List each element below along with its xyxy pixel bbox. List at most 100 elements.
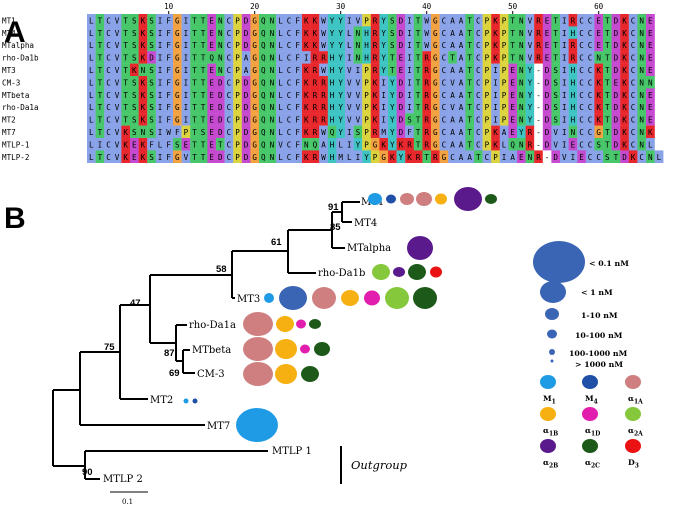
residue-cell: [577, 26, 586, 39]
residue-letter: N: [519, 116, 524, 125]
residue-cell: [345, 63, 354, 77]
residue-letter: D: [244, 140, 249, 149]
residue-letter: T: [605, 91, 610, 100]
residue-cell: [173, 14, 182, 27]
residue-cell: [560, 100, 569, 114]
residue-letter: V: [528, 29, 533, 38]
residue-letter: R: [571, 16, 576, 25]
residue-letter: S: [132, 16, 137, 25]
residue-cell: [405, 138, 414, 151]
residue-letter: -: [536, 91, 541, 100]
residue-letter: T: [467, 103, 472, 112]
residue-cell: [121, 63, 131, 77]
residue-cell: [250, 125, 260, 139]
residue-letter: C: [106, 66, 111, 75]
residue-letter: Y: [338, 128, 343, 137]
residue-cell: [534, 14, 543, 27]
residue-cell: [216, 125, 225, 139]
residue-cell: [646, 63, 655, 77]
residue-cell: [594, 113, 604, 126]
residue-letter: D: [399, 16, 404, 25]
residue-cell: [353, 113, 363, 126]
residue-letter: C: [588, 29, 593, 38]
residue-cell: [560, 113, 569, 126]
residue-letter: K: [141, 41, 146, 50]
residue-letter: I: [158, 41, 163, 50]
residue-cell: [259, 51, 268, 64]
residue-letter: E: [648, 54, 653, 63]
residue-letter: C: [579, 16, 584, 25]
residue-cell: [646, 125, 655, 139]
residue-letter: D: [545, 91, 550, 100]
residue-letter: L: [338, 140, 343, 149]
residue-cell: [276, 138, 285, 151]
residue-letter: A: [450, 66, 455, 75]
residue-letter: V: [347, 103, 352, 112]
residue-letter: T: [416, 103, 421, 112]
residue-letter: E: [209, 29, 214, 38]
residue-letter: D: [399, 103, 404, 112]
residue-letter: L: [89, 54, 94, 63]
residue-cell: [465, 88, 475, 101]
residue-letter: A: [510, 153, 515, 162]
residue-letter: R: [528, 128, 533, 137]
residue-letter: -: [536, 66, 541, 75]
residue-cell: [370, 125, 380, 139]
residue-letter: I: [158, 116, 163, 125]
residue-letter: E: [648, 29, 653, 38]
residue-cell: [568, 125, 578, 139]
residue-cell: [491, 63, 500, 77]
residue-letter: K: [493, 41, 498, 50]
residue-cell: [302, 76, 311, 89]
residue-letter: C: [588, 66, 593, 75]
residue-letter: F: [295, 66, 300, 75]
residue-letter: E: [132, 153, 137, 162]
residue-cell: [121, 14, 131, 27]
residue-letter: K: [304, 78, 309, 87]
ruler-label: 40: [422, 2, 432, 11]
residue-cell: [284, 100, 294, 114]
residue-cell: [233, 38, 242, 52]
residue-cell: [603, 100, 612, 114]
residue-letter: I: [184, 116, 189, 125]
residue-cell: [637, 38, 647, 52]
residue-letter: S: [149, 66, 154, 75]
residue-cell: [637, 76, 647, 89]
residue-cell: [259, 88, 268, 101]
residue-letter: Q: [261, 16, 266, 25]
residue-cell: [345, 88, 354, 101]
residue-cell: [336, 125, 346, 139]
affinity-circle-a1a: [416, 192, 432, 206]
residue-letter: N: [218, 54, 223, 63]
residue-cell: [327, 113, 337, 126]
residue-letter: V: [115, 91, 120, 100]
residue-letter: P: [235, 91, 240, 100]
residue-letter: I: [184, 78, 189, 87]
residue-cell: [284, 113, 294, 126]
residue-letter: S: [132, 103, 137, 112]
residue-cell: [104, 113, 113, 126]
residue-letter: K: [123, 153, 128, 162]
residue-letter: S: [553, 91, 558, 100]
residue-letter: C: [476, 91, 481, 100]
residue-cell: [233, 63, 242, 77]
residue-letter: T: [98, 29, 103, 38]
residue-cell: [259, 125, 268, 139]
residue-cell: [413, 38, 423, 52]
residue-letter: C: [631, 116, 636, 125]
residue-cell: [267, 51, 277, 64]
residue-cell: [319, 125, 328, 139]
residue-letter: F: [166, 16, 171, 25]
residue-cell: [439, 76, 449, 89]
residue-letter: L: [657, 153, 662, 162]
residue-letter: D: [399, 29, 404, 38]
residue-cell: [594, 138, 604, 151]
residue-letter: K: [622, 103, 627, 112]
residue-letter: Q: [330, 128, 335, 137]
residue-letter: -: [536, 78, 541, 87]
residue-letter: I: [562, 16, 567, 25]
residue-letter: K: [141, 54, 146, 63]
residue-cell: [534, 138, 543, 151]
residue-cell: [87, 51, 96, 64]
residue-cell: [508, 100, 518, 114]
